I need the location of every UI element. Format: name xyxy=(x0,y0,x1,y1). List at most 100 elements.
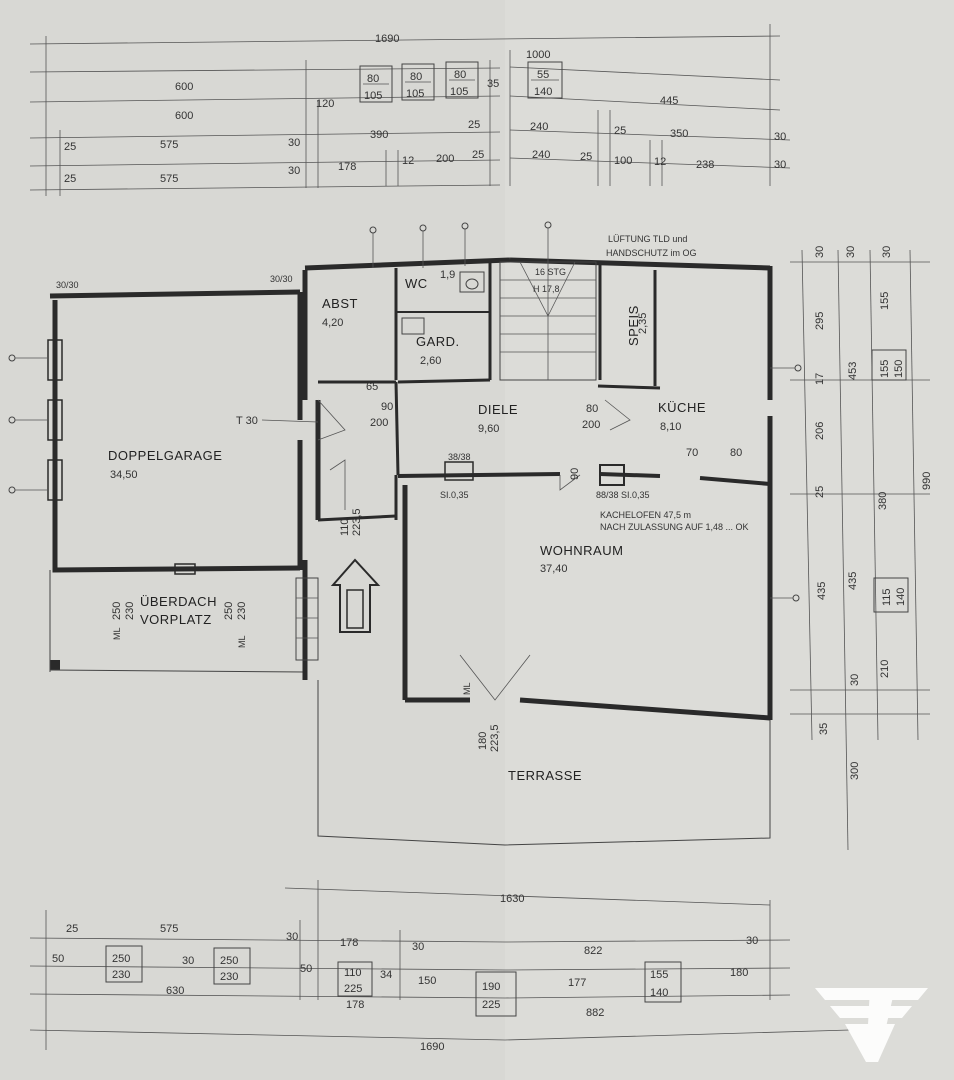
r2-453: 453 xyxy=(847,362,859,380)
note-corner-left: 30/30 xyxy=(56,280,79,290)
r3-115: 115 xyxy=(881,588,893,606)
garage-door-h: 230 xyxy=(124,602,136,620)
door-ml-h: 223,5 xyxy=(351,508,363,536)
b2-110: 110 xyxy=(344,967,362,979)
dim-r4-240: 240 xyxy=(532,149,550,161)
b2-225b: 225 xyxy=(482,999,500,1011)
b2-140: 140 xyxy=(650,987,668,999)
b2-230b: 230 xyxy=(220,971,238,983)
b2-50: 50 xyxy=(52,953,64,965)
room-diele-area: 9,60 xyxy=(478,423,499,435)
b1-25: 25 xyxy=(66,923,78,935)
note-sill-1: SI.0,35 xyxy=(440,490,469,500)
dim-r4-178: 178 xyxy=(338,161,356,173)
ref-80: 80 xyxy=(730,447,742,459)
b1-30c: 30 xyxy=(746,935,758,947)
room-garage-name: DOPPELGARAGE xyxy=(108,448,222,463)
top-dimension-chain xyxy=(29,24,791,196)
b2-225: 225 xyxy=(344,983,362,995)
r3-140: 140 xyxy=(895,588,907,606)
room-abst-name: ABST xyxy=(322,296,358,311)
dim-r3-25a: 25 xyxy=(468,119,480,131)
win4-h: 140 xyxy=(534,86,552,98)
b2-180: 180 xyxy=(730,967,748,979)
room-wc-name: WC xyxy=(405,276,428,291)
dim-r4-200: 200 xyxy=(436,153,454,165)
dim-r4-12a: 12 xyxy=(402,155,414,167)
terrace-outline xyxy=(317,680,771,846)
ref-70: 70 xyxy=(686,447,698,459)
t30-leader-line xyxy=(261,419,319,423)
note-corner-mid: 30/30 xyxy=(270,274,293,284)
b2-155: 155 xyxy=(650,969,668,981)
ml-label-1: ML xyxy=(112,627,122,640)
room-abst-area: 4,20 xyxy=(322,317,343,329)
bottom-total-1630: 1630 xyxy=(500,893,524,905)
r1-35: 35 xyxy=(818,723,830,735)
room-terrasse-name: TERRASSE xyxy=(508,768,582,783)
b1-178: 178 xyxy=(340,937,358,949)
win2-w: 80 xyxy=(410,71,422,83)
door-kueche-h: 200 xyxy=(582,419,600,431)
entry-steps xyxy=(295,577,319,661)
r3-150: 150 xyxy=(893,360,905,378)
door-abst-w: 65 xyxy=(366,381,378,393)
dim-r4-100: 100 xyxy=(614,155,632,167)
dim-top-445: 445 xyxy=(660,95,678,107)
win4-w: 55 xyxy=(537,69,549,81)
dim-r4-25: 25 xyxy=(64,141,76,153)
b2-177: 177 xyxy=(568,977,586,989)
note-opening: 38/38 xyxy=(448,452,471,462)
b3-882: 882 xyxy=(586,1007,604,1019)
room-gard-name: GARD. xyxy=(416,334,460,349)
b2-190: 190 xyxy=(482,981,500,993)
dim-top-1000: 1000 xyxy=(526,49,550,61)
note-ventilation-2: HANDSCHUTZ im OG xyxy=(606,248,697,258)
win1-w: 80 xyxy=(367,73,379,85)
dim-r4-238: 238 xyxy=(696,159,714,171)
bottom-dimension-chain xyxy=(29,880,851,1050)
carport-door-w: 250 xyxy=(223,602,235,620)
tile-stove xyxy=(444,461,625,486)
dim-top-600b: 600 xyxy=(175,110,193,122)
brand-v-logo-icon xyxy=(815,988,928,1062)
r1-295: 295 xyxy=(814,312,826,330)
stairs-count: 16 STG xyxy=(535,267,566,277)
r1-435: 435 xyxy=(816,582,828,600)
win2-h: 105 xyxy=(406,88,424,100)
b2-50b: 50 xyxy=(300,963,312,975)
note-stove-1: KACHELOFEN 47,5 m xyxy=(600,510,691,520)
dim-r3-30a: 30 xyxy=(288,137,300,149)
window-spec-boxes-top xyxy=(359,61,563,103)
door-swings xyxy=(317,399,631,701)
b4-1690: 1690 xyxy=(420,1041,444,1053)
b2-34: 34 xyxy=(380,969,392,981)
dim-top-35: 35 xyxy=(487,78,499,90)
b2-230: 230 xyxy=(112,969,130,981)
dim-r3-350: 350 xyxy=(670,128,688,140)
b1-575: 575 xyxy=(160,923,178,935)
door-diele-w: 90 xyxy=(381,401,393,413)
r1-17: 17 xyxy=(814,373,826,385)
b3-178: 178 xyxy=(346,999,364,1011)
door-kueche-w: 80 xyxy=(586,403,598,415)
room-gard-area: 2,60 xyxy=(420,355,441,367)
note-ventilation-1: LÜFTUNG TLD und xyxy=(608,234,687,244)
carport-name-2: VORPLATZ xyxy=(140,612,212,627)
entrance-arrow-icon xyxy=(330,558,381,633)
note-door-t30: T 30 xyxy=(236,415,258,427)
room-kueche-name: KÜCHE xyxy=(658,400,706,415)
dim-r4-12b: 12 xyxy=(654,156,666,168)
window-markers-top xyxy=(369,221,802,602)
right-dimension-chain xyxy=(790,249,930,851)
room-wohnraum-name: WOHNRAUM xyxy=(540,543,623,558)
r2-380: 380 xyxy=(877,492,889,510)
b1-30: 30 xyxy=(286,931,298,943)
door-wohn-w: 90 xyxy=(569,468,581,480)
r1-25: 25 xyxy=(814,486,826,498)
staircase xyxy=(499,261,597,381)
room-garage-area: 34,50 xyxy=(110,469,138,481)
door-terrasse-w: 180 xyxy=(477,732,489,750)
room-diele-name: DIELE xyxy=(478,402,518,417)
